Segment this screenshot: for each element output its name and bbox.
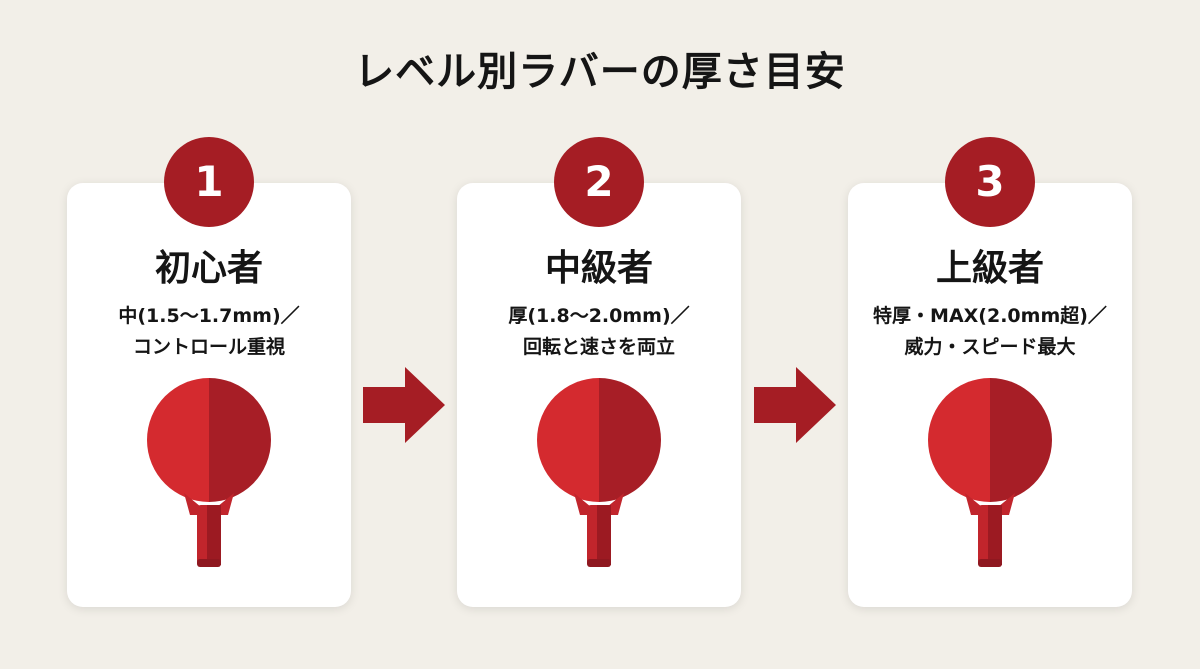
level-description-line1: 特厚・MAX(2.0mm超)／ — [873, 305, 1107, 327]
table-tennis-paddle-icon — [147, 378, 271, 567]
step-number-badge: 3 — [945, 137, 1035, 227]
level-card-beginner: 1 初心者 中(1.5〜1.7mm)／ コントロール重視 — [67, 137, 351, 607]
level-title: 初心者 — [154, 248, 263, 289]
level-card-intermediate: 2 中級者 厚(1.8〜2.0mm)／ 回転と速さを両立 — [457, 137, 741, 607]
level-description-line2: コントロール重視 — [132, 336, 285, 358]
level-description-line1: 厚(1.8〜2.0mm)／ — [508, 305, 690, 327]
level-description-line2: 回転と速さを両立 — [522, 336, 675, 358]
level-description: 厚(1.8〜2.0mm)／ 回転と速さを両立 — [457, 301, 741, 363]
table-tennis-paddle-icon — [928, 378, 1052, 567]
level-title: 中級者 — [544, 248, 653, 289]
level-description: 特厚・MAX(2.0mm超)／ 威力・スピード最大 — [848, 301, 1132, 363]
right-arrow-icon — [754, 367, 836, 443]
level-card-advanced: 3 上級者 特厚・MAX(2.0mm超)／ 威力・スピード最大 — [848, 137, 1132, 607]
step-number-badge: 2 — [554, 137, 644, 227]
level-description: 中(1.5〜1.7mm)／ コントロール重視 — [67, 301, 351, 363]
page-title: レベル別ラバーの厚さ目安 — [354, 49, 846, 95]
level-description-line2: 威力・スピード最大 — [904, 336, 1076, 358]
table-tennis-paddle-icon — [537, 378, 661, 567]
right-arrow-icon — [363, 367, 445, 443]
level-title: 上級者 — [935, 248, 1044, 289]
step-number-badge: 1 — [164, 137, 254, 227]
level-description-line1: 中(1.5〜1.7mm)／ — [118, 305, 300, 327]
